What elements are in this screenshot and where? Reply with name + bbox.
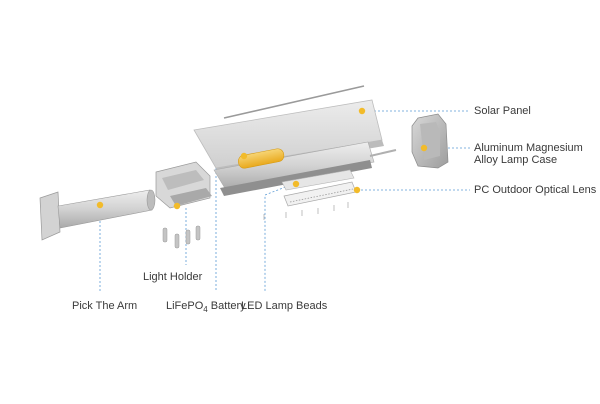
light-holder-part xyxy=(155,161,212,209)
label-solar-panel: Solar Panel xyxy=(474,105,531,117)
arm-part xyxy=(39,189,156,241)
dot-lamp-case xyxy=(420,144,428,152)
label-lamp-case-line1: Aluminum Magnesium xyxy=(474,142,583,154)
battery-part xyxy=(238,148,285,169)
label-arm: Pick The Arm xyxy=(72,300,138,312)
dot-optical-lens xyxy=(353,186,361,194)
led-strip-part xyxy=(281,169,355,191)
label-lamp-case-line2: Alloy Lamp Case xyxy=(474,154,558,166)
dot-led-beads xyxy=(292,180,300,188)
lamp-body-part xyxy=(213,141,397,196)
dot-battery xyxy=(240,152,248,160)
label-lamp-case: Aluminum Magnesium Alloy Lamp Case xyxy=(474,142,583,166)
label-led-beads: LED Lamp Beads xyxy=(241,300,328,312)
dot-solar-panel xyxy=(358,107,366,115)
label-battery: LiFePO4 Battery xyxy=(166,300,246,316)
dot-light-holder xyxy=(173,202,181,210)
battery-prefix: LiFePO xyxy=(166,300,204,312)
dot-arm xyxy=(96,201,104,209)
callout-dots xyxy=(96,107,428,210)
battery-suffix: Battery xyxy=(207,300,246,312)
lamp-case-part xyxy=(411,113,449,169)
label-optical-lens: PC Outdoor Optical Lens xyxy=(474,184,597,196)
label-light-holder: Light Holder xyxy=(143,271,203,283)
lens-screws xyxy=(263,202,349,220)
holder-bolts xyxy=(162,225,201,249)
battery-subscript: 4 xyxy=(203,305,208,315)
